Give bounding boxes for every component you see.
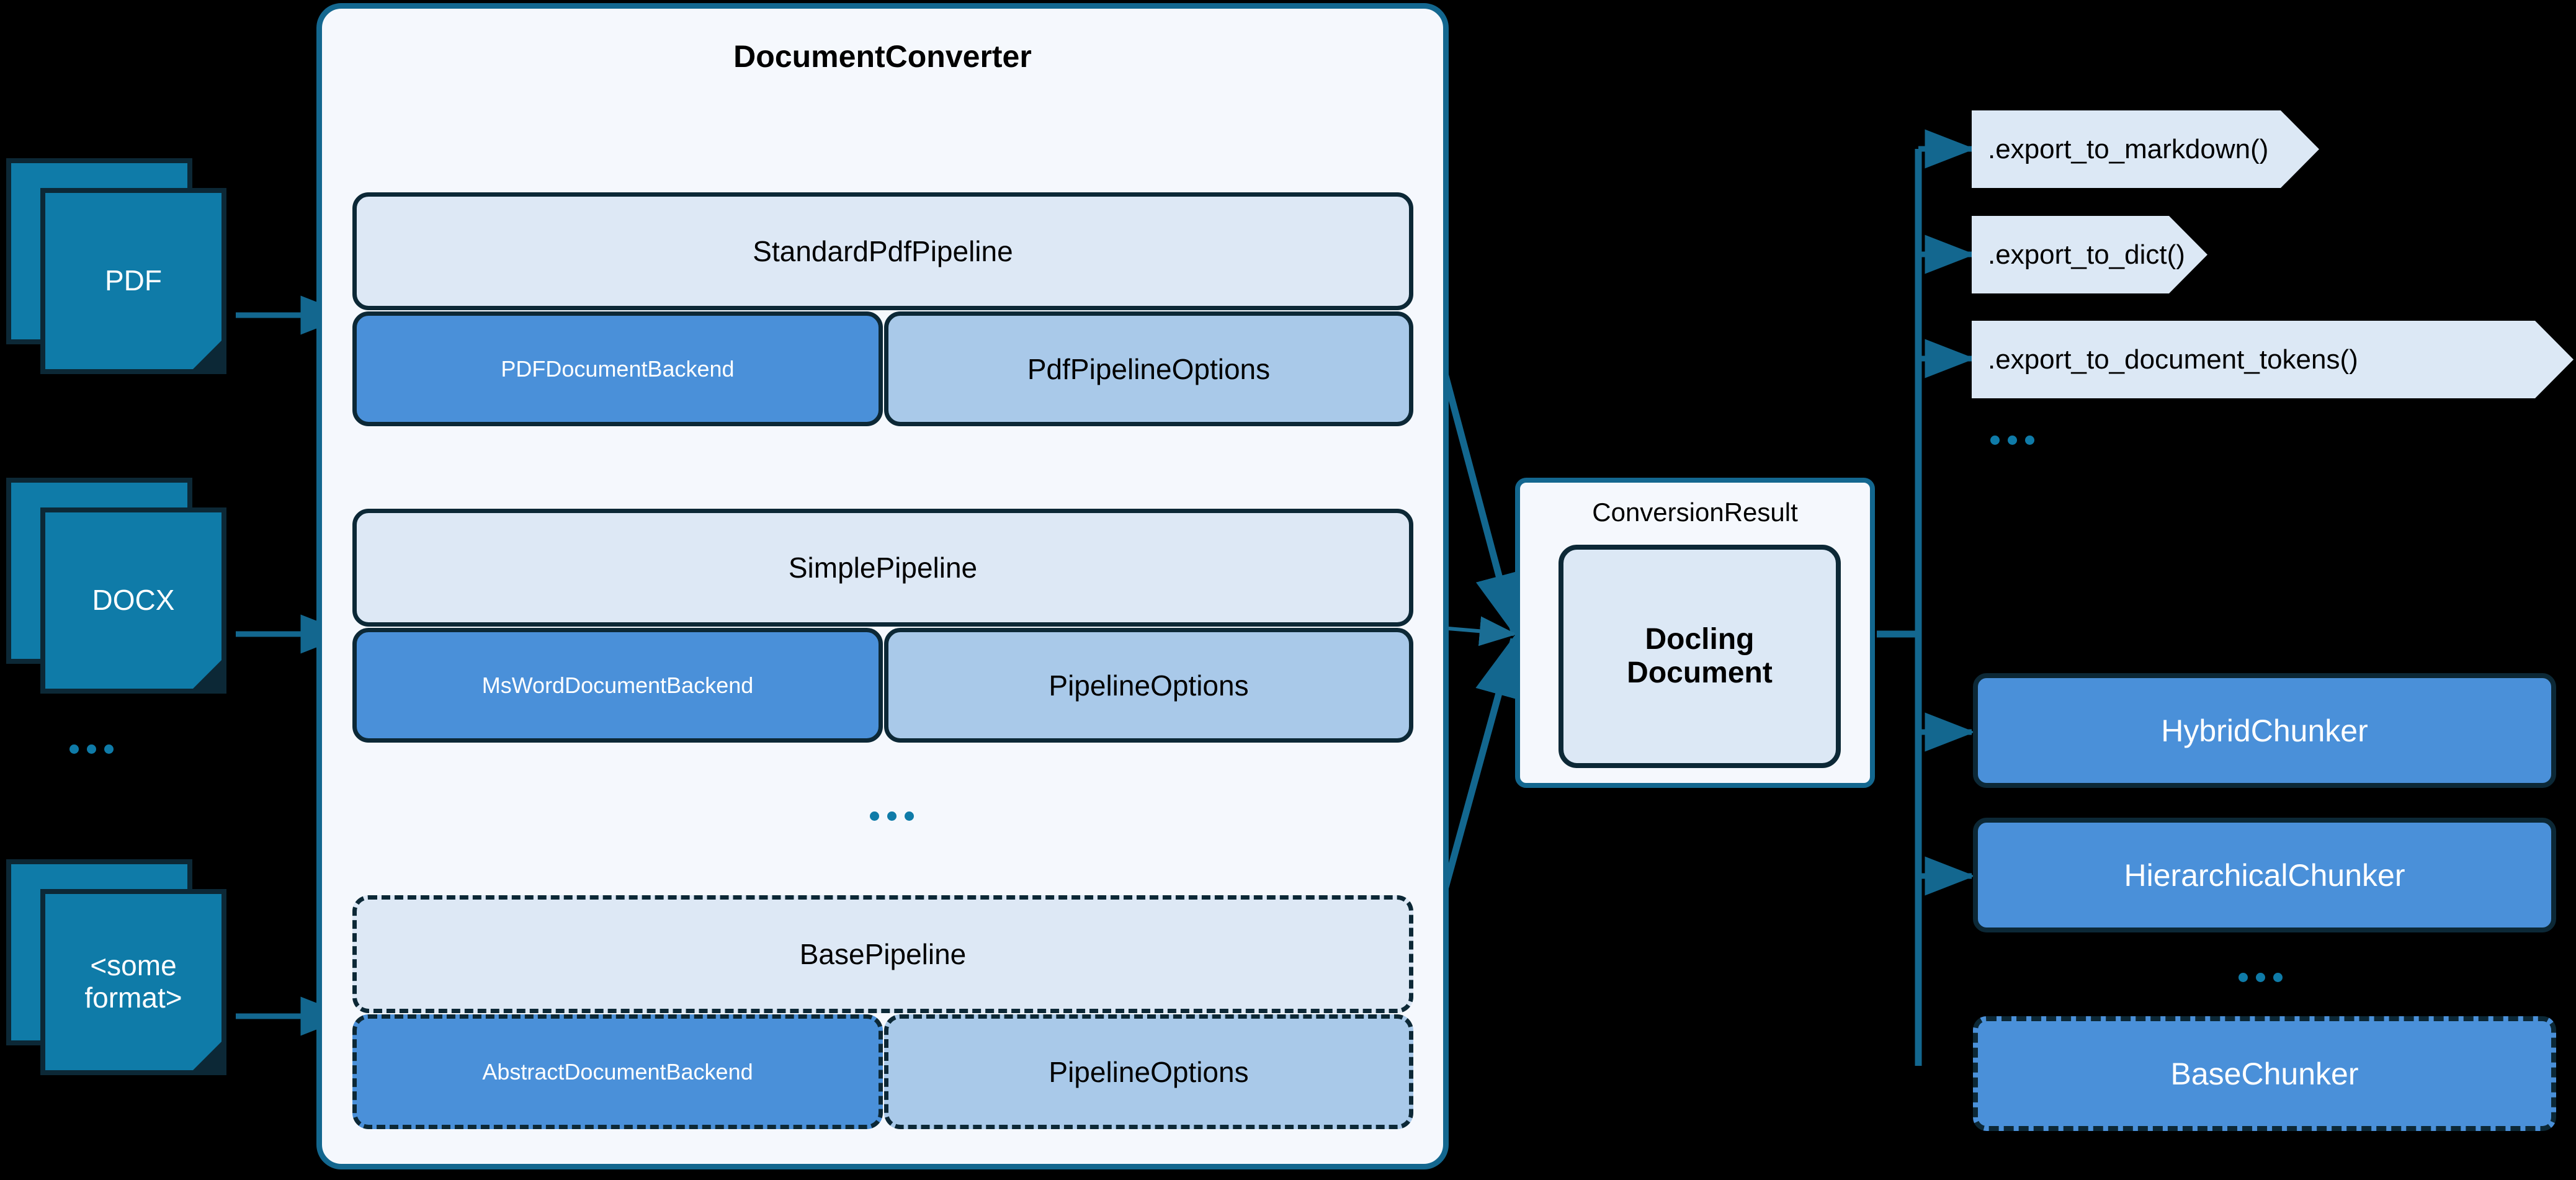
backend-label: MsWordDocumentBackend xyxy=(481,672,754,698)
ellipsis-dot xyxy=(870,811,879,821)
docling-document-line1: Docling xyxy=(1645,623,1755,656)
options-label: PipelineOptions xyxy=(1049,669,1249,702)
input-document-some-format[interactable]: <some format> xyxy=(6,859,236,1089)
export-action-label: .export_to_document_tokens() xyxy=(1988,344,2358,375)
pipeline-standardpdfpipeline[interactable]: StandardPdfPipeline xyxy=(352,192,1413,310)
export-action-label: .export_to_markdown() xyxy=(1988,133,2269,164)
exports-ellipsis xyxy=(1990,436,2034,445)
export-to-document-tokens-action[interactable]: .export_to_document_tokens() xyxy=(1972,321,2574,398)
backend-pdfdocumentbackend[interactable]: PDFDocumentBackend xyxy=(352,311,883,426)
converter-pipelines-ellipsis xyxy=(870,811,914,821)
backend-abstractdocumentbackend[interactable]: AbstractDocumentBackend xyxy=(352,1014,883,1129)
chunker-basechunker[interactable]: BaseChunker xyxy=(1973,1016,2556,1131)
pipeline-basepipeline[interactable]: BasePipeline xyxy=(352,895,1413,1013)
input-documents-ellipsis xyxy=(69,744,114,754)
options-pdfpipelineoptions[interactable]: PdfPipelineOptions xyxy=(884,311,1413,426)
input-document-label: DOCX xyxy=(92,584,175,617)
pipeline-label: StandardPdfPipeline xyxy=(753,235,1013,267)
pipeline-label: BasePipeline xyxy=(799,938,967,970)
ellipsis-dot xyxy=(2025,436,2034,445)
ellipsis-dot xyxy=(2256,973,2265,982)
ellipsis-dot xyxy=(905,811,914,821)
export-action-label: .export_to_dict() xyxy=(1988,239,2185,270)
options-label: PipelineOptions xyxy=(1049,1055,1249,1088)
options-pipelineoptions-simple[interactable]: PipelineOptions xyxy=(884,628,1413,743)
chunker-hybridchunker[interactable]: HybridChunker xyxy=(1973,673,2556,788)
ellipsis-dot xyxy=(1990,436,2000,445)
page-fold-icon xyxy=(188,655,226,694)
input-document-label: PDF xyxy=(105,264,162,297)
ellipsis-dot xyxy=(69,744,79,754)
options-label: PdfPipelineOptions xyxy=(1027,352,1271,385)
page-fold-icon xyxy=(188,1037,226,1075)
export-to-dict-action[interactable]: .export_to_dict() xyxy=(1972,216,2207,293)
chunker-label: HierarchicalChunker xyxy=(2124,857,2405,893)
ellipsis-dot xyxy=(87,744,96,754)
conversion-result-label: ConversionResult xyxy=(1592,498,1798,527)
docling-document-line2: Document xyxy=(1627,656,1773,689)
ellipsis-dot xyxy=(2008,436,2017,445)
docling-document-box[interactable]: Docling Document xyxy=(1559,545,1841,768)
pipeline-simplepipeline[interactable]: SimplePipeline xyxy=(352,509,1413,627)
ellipsis-dot xyxy=(2238,973,2248,982)
chunker-label: BaseChunker xyxy=(2170,1056,2359,1091)
input-document-pdf[interactable]: PDF xyxy=(6,158,236,388)
ellipsis-dot xyxy=(104,744,114,754)
chunker-hierarchicalchunker[interactable]: HierarchicalChunker xyxy=(1973,818,2556,932)
options-pipelineoptions-base[interactable]: PipelineOptions xyxy=(884,1014,1413,1129)
backend-msworddocumentbackend[interactable]: MsWordDocumentBackend xyxy=(352,628,883,743)
ellipsis-dot xyxy=(2273,973,2283,982)
input-document-label: <some format> xyxy=(84,949,182,1014)
conversion-result-panel: ConversionResult Docling Document xyxy=(1515,478,1875,788)
chunker-label: HybridChunker xyxy=(2161,713,2368,748)
document-front-sheet: DOCX xyxy=(40,507,226,694)
ellipsis-dot xyxy=(887,811,897,821)
pipeline-label: SimplePipeline xyxy=(788,552,978,584)
backend-label: AbstractDocumentBackend xyxy=(482,1058,753,1084)
page-fold-icon xyxy=(188,336,226,374)
document-converter-title: DocumentConverter xyxy=(733,39,1032,74)
export-to-markdown-action[interactable]: .export_to_markdown() xyxy=(1972,110,2319,188)
backend-label: PDFDocumentBackend xyxy=(501,355,735,382)
input-document-docx[interactable]: DOCX xyxy=(6,478,236,707)
chunkers-ellipsis xyxy=(2238,973,2283,982)
